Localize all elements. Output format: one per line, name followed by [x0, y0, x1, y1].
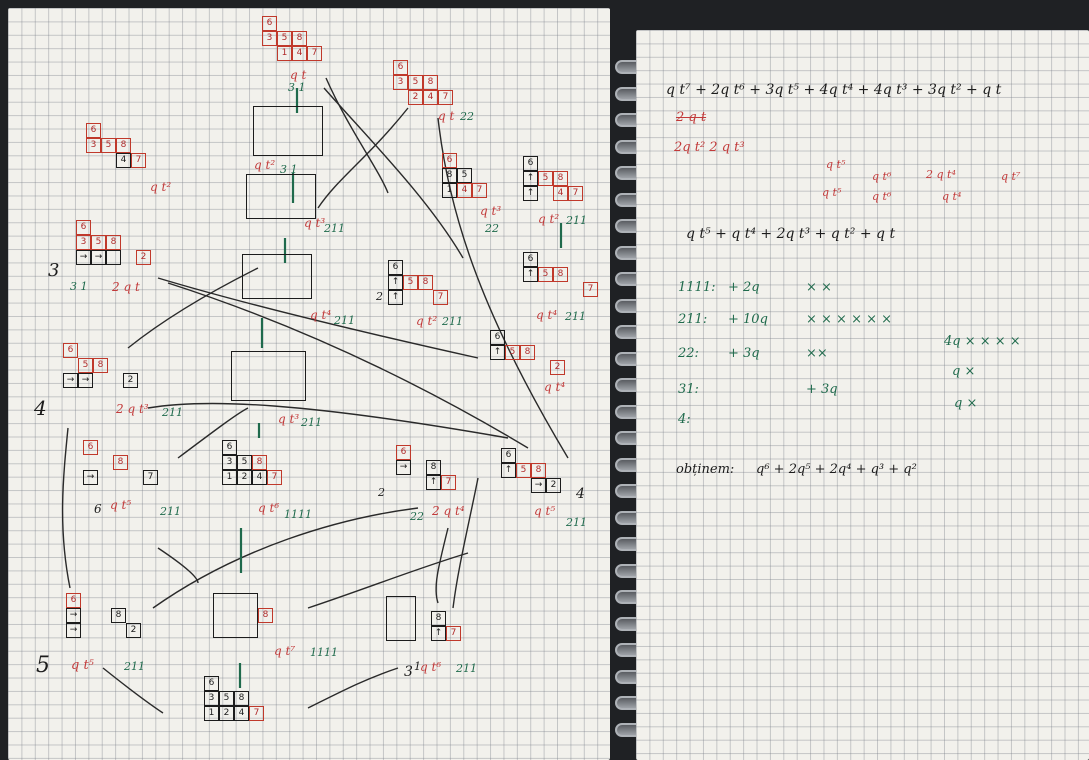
label-22-c: 22 [410, 510, 424, 523]
margin-5: 5 [36, 653, 50, 678]
label-211-k: 211 [456, 662, 477, 675]
label-qt4-b: q t⁴ [536, 308, 557, 322]
red-term-4: q t⁷ [1001, 170, 1020, 183]
label-qt-top: q t [290, 68, 306, 82]
label-22-a: 22 [460, 110, 474, 123]
label-2qt: 2 q t [112, 280, 140, 294]
label-211-i: 211 [566, 516, 587, 529]
label-31-c: 3 1 [70, 280, 88, 293]
margin-6: 6 [94, 502, 102, 516]
label-211-j: 211 [124, 660, 145, 673]
red-terms-line: 2q t² 2 q t³ [674, 140, 745, 155]
margin-4b: 4 [576, 486, 585, 502]
label-qt2-d: q t² [416, 314, 437, 328]
generating-polynomial: q t⁷ + 2q t⁶ + 3q t⁵ + 4q t⁴ + 4q t³ + 3… [666, 82, 1001, 98]
label-211-d: 211 [442, 315, 463, 328]
label-qt2-b: q t² [254, 158, 275, 172]
label-qt5-c: q t⁵ [71, 658, 94, 673]
label-22-b: 22 [485, 222, 499, 235]
obtained-label: obținem: [676, 462, 734, 477]
margin-3: 3 [48, 260, 59, 281]
red-term-3: 2 q t⁴ [926, 168, 956, 181]
struck-2qt: 2 q t [676, 110, 706, 125]
label-qt4-a: q t⁴ [310, 308, 331, 322]
label-31-top: 3 1 [288, 81, 306, 94]
right-notebook-page: q t⁷ + 2q t⁶ + 3q t⁵ + 4q t⁴ + 4q t³ + 3… [636, 30, 1089, 760]
label-qt4-c: q t⁴ [544, 380, 565, 394]
red-term-6: q t⁶ [872, 190, 891, 203]
label-211-f: 211 [162, 406, 183, 419]
label-qt3-b: q t³ [480, 204, 501, 218]
label-211-e: 211 [565, 310, 586, 323]
red-term-2: q t⁶ [872, 170, 891, 183]
label-2qt4: 2 q t⁴ [432, 504, 465, 518]
margin-3b: 3 [404, 664, 413, 680]
label-211-c: 211 [334, 314, 355, 327]
label-31-b: 3 1 [280, 163, 298, 176]
label-211-b: 211 [566, 214, 587, 227]
label-qt3-c: q t³ [278, 412, 299, 426]
label-qt6-b: q t⁶ [420, 660, 441, 674]
label-211-h: 211 [160, 505, 181, 518]
label-1111-b: 1111 [310, 646, 338, 659]
label-qt5-b: q t⁵ [534, 504, 555, 518]
margin-1: 1 [414, 660, 421, 673]
label-qt2-a: q t² [150, 180, 171, 194]
label-211-a: 211 [324, 222, 345, 235]
label-211-g: 211 [301, 416, 322, 429]
side-note-4q: 4q × × × × [944, 334, 1021, 349]
side-note-q-1: q × [952, 364, 975, 379]
obtained-expression: q⁶ + 2q⁵ + 2q⁴ + q³ + q² [756, 462, 917, 477]
margin-2a: 2 [376, 290, 383, 303]
label-2qt3: 2 q t³ [116, 402, 149, 416]
side-note-q-2: q × [954, 396, 977, 411]
label-qt-c: q t [438, 109, 454, 123]
margin-4: 4 [34, 396, 47, 420]
label-qt7: q t⁷ [274, 644, 295, 658]
label-qt3-a: q t³ [304, 216, 325, 230]
label-qt6-a: q t⁶ [258, 501, 279, 515]
margin-2b: 2 [378, 486, 385, 499]
label-qt5-a: q t⁵ [110, 498, 131, 512]
red-term-5: q t⁵ [822, 186, 841, 199]
label-1111-a: 1111 [284, 508, 312, 521]
red-term-1: q t⁵ [826, 158, 845, 171]
red-term-7: q t⁴ [942, 190, 961, 203]
second-polynomial: q t⁵ + q t⁴ + 2q t³ + q t² + q t [686, 226, 895, 242]
label-qt2-c: q t² [538, 212, 559, 226]
